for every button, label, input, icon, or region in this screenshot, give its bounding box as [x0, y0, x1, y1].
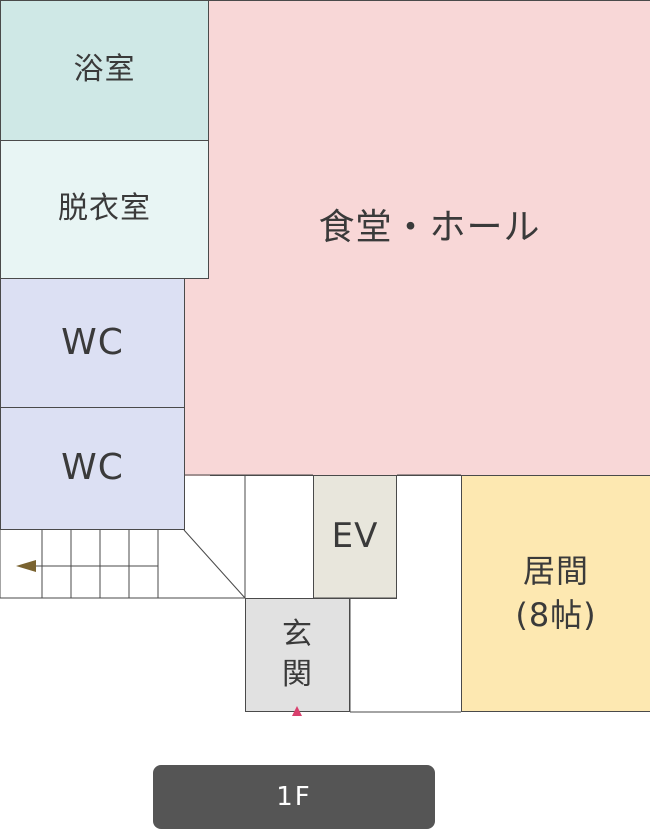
- room-label-living-size: (8帖): [515, 595, 597, 634]
- stair-arrow-icon: [16, 560, 36, 572]
- room-label-living: 居間 (8帖): [515, 550, 596, 636]
- room-label-dining-hall: 食堂・ホール: [318, 206, 541, 248]
- stair-treads: [36, 530, 158, 598]
- room-label-elevator: EV: [331, 516, 379, 557]
- diagonal-wall: [183, 529, 246, 599]
- room-label-wc-upper: WC: [61, 321, 124, 363]
- floor-label: 1F: [276, 782, 312, 812]
- room-label-entrance-line1: 玄: [282, 616, 313, 652]
- room-dining-hall[interactable]: 食堂・ホール: [208, 0, 650, 476]
- room-dining-hall-extension: [184, 278, 210, 476]
- room-dressing[interactable]: 脱衣室: [0, 140, 209, 279]
- entrance-arrow-icon: [292, 706, 302, 716]
- room-label-entrance-line2: 関: [282, 657, 313, 692]
- floor-label-badge: 1F: [153, 765, 435, 829]
- room-label-wc-lower: WC: [61, 447, 124, 489]
- room-label-entrance: 玄 関: [282, 615, 313, 696]
- room-label-living-name: 居間: [522, 552, 589, 591]
- room-wc-lower[interactable]: WC: [0, 407, 185, 530]
- room-label-dressing: 脱衣室: [58, 191, 151, 227]
- room-elevator[interactable]: EV: [313, 475, 397, 599]
- room-label-bath: 浴室: [73, 52, 136, 88]
- room-wc-upper[interactable]: WC: [0, 278, 185, 408]
- room-living[interactable]: 居間 (8帖): [461, 475, 650, 712]
